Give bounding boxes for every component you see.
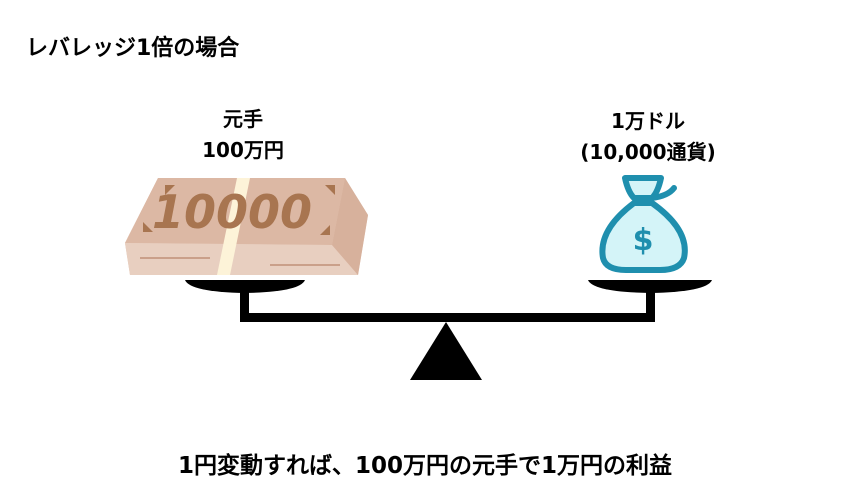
currency-label-line2: (10,000通貨)	[580, 140, 716, 164]
principal-label-line2: 100万円	[202, 138, 284, 162]
right-pan	[588, 280, 712, 293]
currency-label: 1万ドル (10,000通貨)	[580, 106, 715, 168]
money-bag-icon: $	[599, 175, 688, 273]
left-pan	[185, 280, 305, 293]
balance-scale	[185, 280, 712, 380]
fulcrum-triangle	[410, 322, 482, 380]
principal-label: 元手 100万円	[202, 104, 284, 166]
scale-beam	[240, 313, 655, 322]
banknote-stack-icon: 10000	[125, 178, 368, 275]
bill-denomination: 10000	[152, 185, 312, 239]
bill-band	[217, 178, 250, 275]
heading-title: レバレッジ1倍の場合	[26, 36, 240, 61]
left-stem	[240, 290, 249, 322]
caption-text: 1円変動すれば、100万円の元手で1万円の利益	[177, 453, 673, 479]
principal-label-line1: 元手	[223, 107, 263, 131]
currency-label-line1: 1万ドル	[611, 109, 685, 133]
dollar-sign: $	[633, 223, 654, 258]
right-stem	[646, 290, 655, 322]
